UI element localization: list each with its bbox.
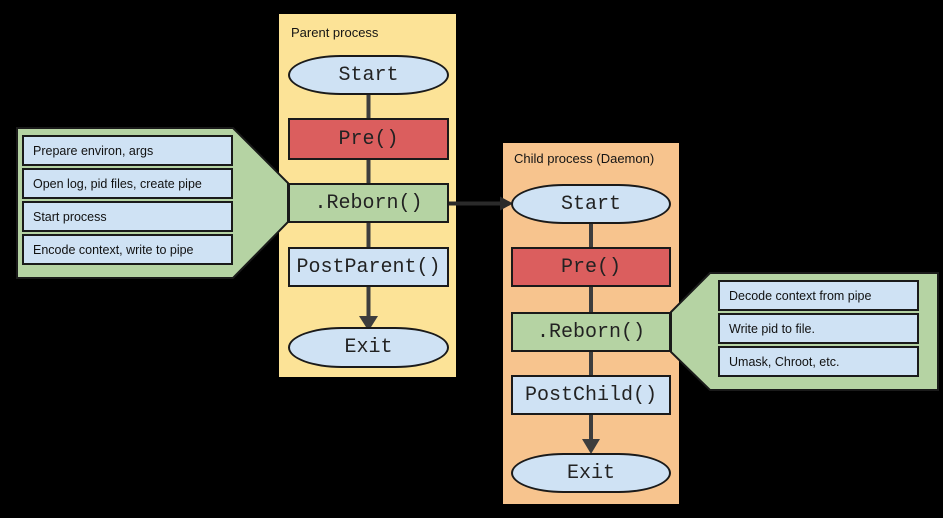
arrowhead-parent-exit: [359, 316, 378, 331]
child-node-start: Start: [511, 184, 671, 224]
parent-node-exit: Exit: [288, 327, 449, 368]
right-callout-item: Umask, Chroot, etc.: [718, 346, 919, 377]
parent-node-start: Start: [288, 55, 449, 95]
left-callout-item: Start process: [22, 201, 233, 232]
child-node-exit: Exit: [511, 453, 671, 493]
child-node-postchild: PostChild(): [511, 375, 671, 415]
child-panel-title: Child process (Daemon): [514, 151, 655, 166]
parent-node-postparent: PostParent(): [288, 247, 449, 287]
arrowhead-child-exit: [582, 439, 600, 454]
parent-node-reborn: .Reborn(): [288, 183, 449, 223]
child-node-reborn: .Reborn(): [511, 312, 671, 352]
right-callout-item: Write pid to file.: [718, 313, 919, 344]
parent-panel-title: Parent process: [291, 25, 379, 40]
left-callout-item: Prepare environ, args: [22, 135, 233, 166]
parent-node-pre: Pre(): [288, 118, 449, 160]
left-callout-item: Encode context, write to pipe: [22, 234, 233, 265]
left-callout-item: Open log, pid files, create pipe: [22, 168, 233, 199]
right-callout-item: Decode context from pipe: [718, 280, 919, 311]
arrowhead-child-start: [500, 196, 513, 211]
child-node-pre: Pre(): [511, 247, 671, 287]
